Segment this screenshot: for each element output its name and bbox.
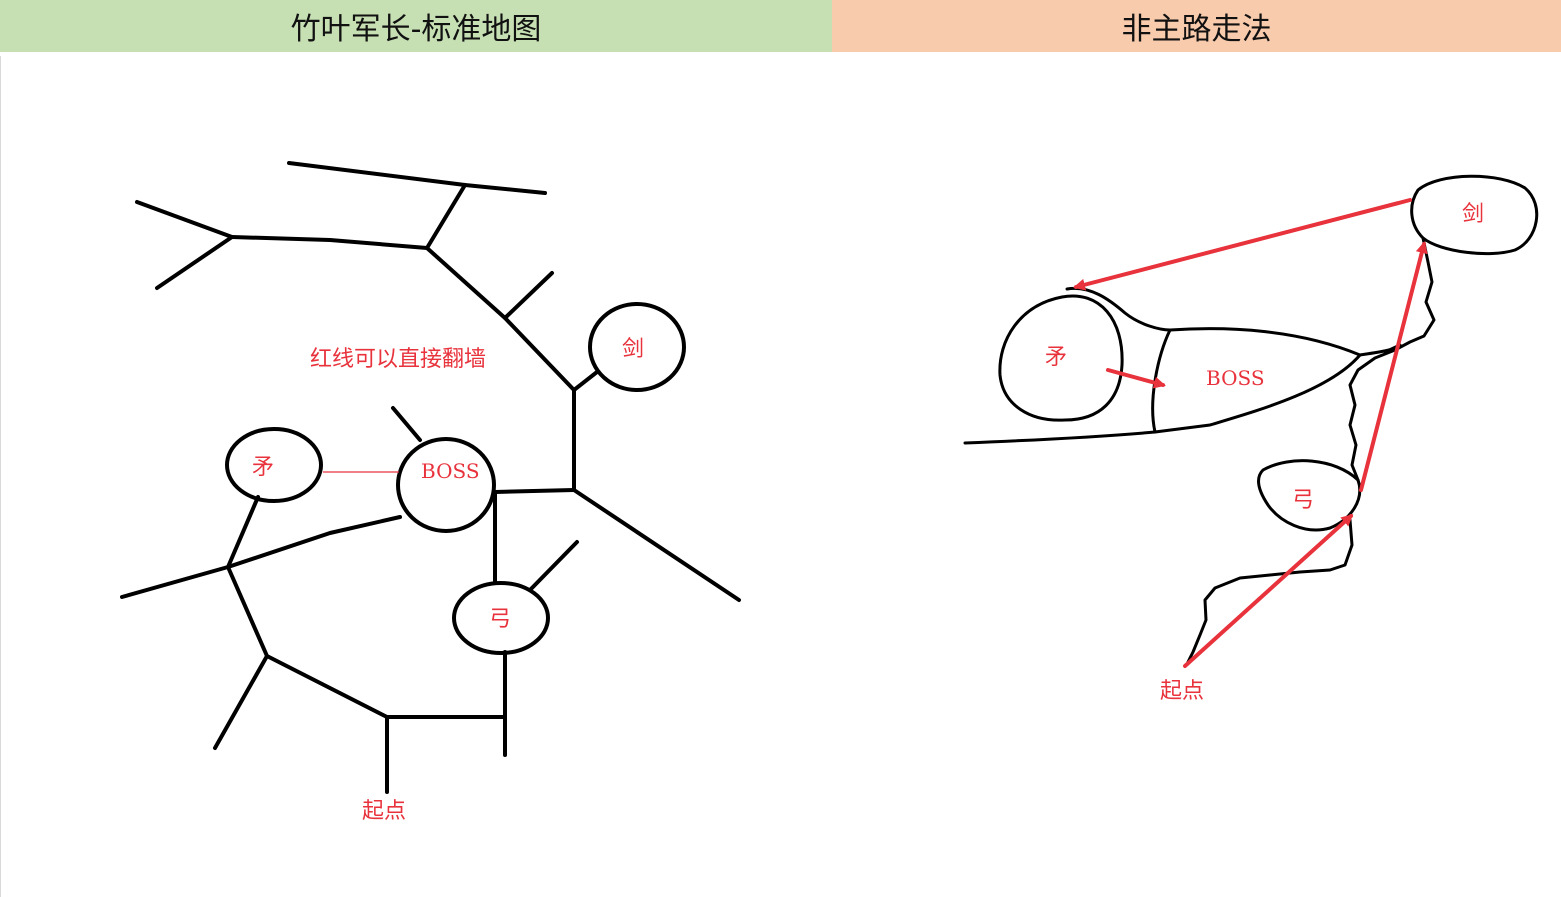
left-boss-label: BOSS xyxy=(421,459,480,483)
wall-upper-left xyxy=(135,200,234,290)
left-mao-label: 矛 xyxy=(252,455,274,480)
right-boss-label: BOSS xyxy=(1206,366,1265,390)
panel-left-border xyxy=(0,56,1,897)
node-gong-blob xyxy=(1256,459,1362,532)
right-mao-label: 矛 xyxy=(1045,345,1067,370)
node-gong-circle xyxy=(452,581,550,655)
wall-top-line xyxy=(287,161,547,195)
left-map xyxy=(120,161,741,794)
route-arrow-start-to-gong xyxy=(1183,513,1354,668)
right-jian-label: 剑 xyxy=(1462,202,1484,227)
node-jian-circle xyxy=(588,302,686,392)
wall-lower-left-chain xyxy=(226,565,507,719)
wall-jagged-right xyxy=(1348,236,1436,482)
route-arrow-gong-to-jian xyxy=(1359,241,1428,492)
node-boss-circle xyxy=(396,437,496,533)
wall-gong-stub xyxy=(528,540,579,592)
node-mao-blob xyxy=(998,294,1124,422)
left-jian-label: 剑 xyxy=(622,337,644,362)
wall-stub-upper xyxy=(503,271,554,320)
right-header: 非主路走法 xyxy=(832,0,1561,52)
wall-mao-to-junction xyxy=(226,495,260,569)
wall-top-branch xyxy=(425,183,467,250)
corridor-top xyxy=(1065,286,1172,332)
left-note-text: 红线可以直接翻墙 xyxy=(310,347,486,372)
wall-left-out xyxy=(120,565,230,599)
wall-boss-stub xyxy=(391,406,422,442)
node-jian-blob xyxy=(1410,174,1539,256)
corridor-bottom xyxy=(963,430,1157,445)
right-header-title: 非主路走法 xyxy=(1121,12,1272,47)
wall-right-diagonal xyxy=(572,488,741,602)
right-gong-label: 弓 xyxy=(1292,488,1314,513)
wall-jian-connector xyxy=(572,370,599,392)
right-route xyxy=(1073,198,1428,668)
node-boss-blob xyxy=(1151,327,1362,434)
right-start-label: 起点 xyxy=(1160,679,1204,704)
route-arrow-mao-to-boss xyxy=(1106,368,1166,389)
wall-lower-left-stub xyxy=(213,654,269,750)
wall-boss-to-junction xyxy=(226,515,402,569)
left-header: 竹叶军长-标准地图 xyxy=(0,0,832,52)
left-header-title: 竹叶军长-标准地图 xyxy=(290,12,542,47)
left-gong-label: 弓 xyxy=(489,607,511,632)
node-mao-circle xyxy=(225,427,323,503)
left-start-label: 起点 xyxy=(362,799,406,824)
wall-jagged-lower xyxy=(1186,518,1354,664)
wall-upper-mid xyxy=(230,235,429,250)
wall-boss-right xyxy=(493,488,576,494)
route-arrow-jian-to-mao xyxy=(1073,198,1412,291)
right-map xyxy=(963,174,1539,664)
